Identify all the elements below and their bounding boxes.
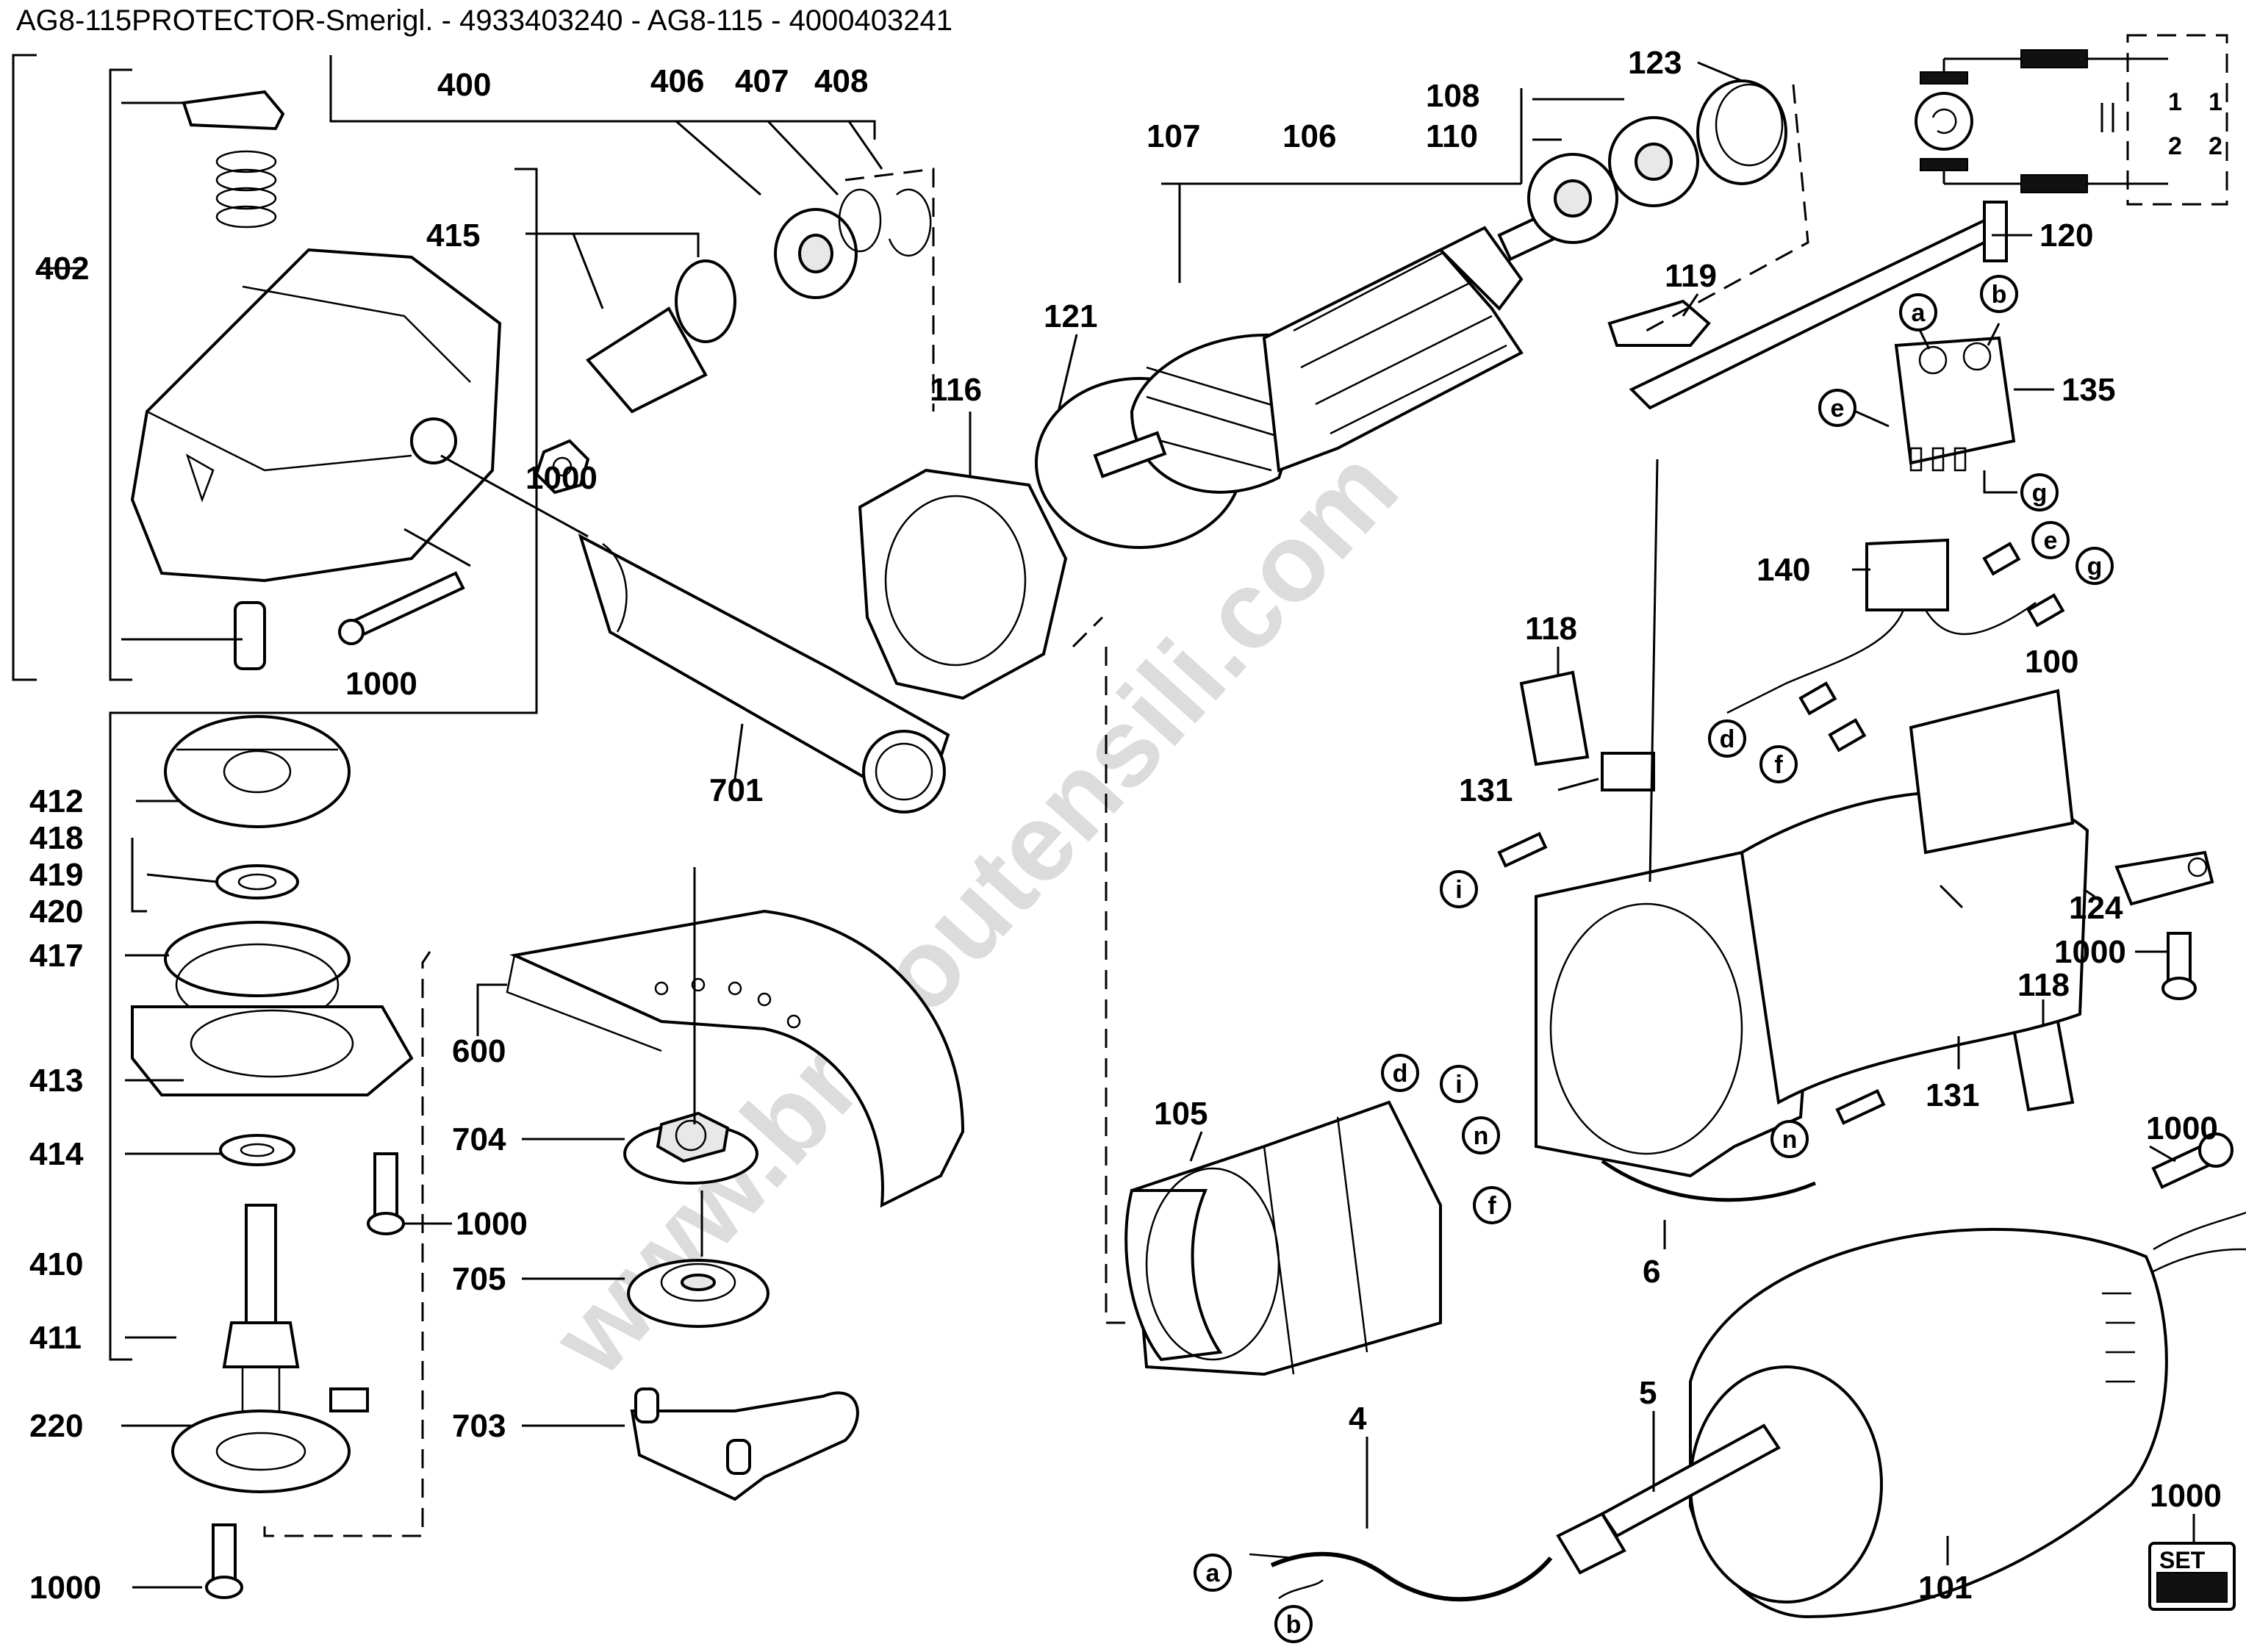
schematic-label: 1 <box>2168 88 2182 116</box>
svg-text:f: f <box>1774 751 1783 779</box>
part-label: 408 <box>814 63 868 99</box>
page-title: AG8-115PROTECTOR-Smerigl. - 4933403240 -… <box>16 4 953 37</box>
part-label: 118 <box>2017 967 2070 1003</box>
connector-marker: i <box>1440 1065 1478 1103</box>
connector-marker: g <box>2075 547 2114 585</box>
part-label: 5 <box>1639 1375 1657 1411</box>
svg-text:n: n <box>1782 1126 1798 1154</box>
svg-text:a: a <box>1206 1559 1221 1587</box>
part-label: 413 <box>29 1063 83 1099</box>
part-label: 406 <box>650 63 704 99</box>
connector-marker: f <box>1759 745 1798 783</box>
connector-marker: d <box>1708 719 1746 758</box>
connector-marker: i <box>1440 870 1478 908</box>
part-label: 1000 <box>525 460 598 496</box>
connector-marker: b <box>1274 1605 1313 1643</box>
connector-marker: n <box>1770 1120 1809 1158</box>
svg-text:e: e <box>2044 527 2058 555</box>
part-label: 1000 <box>2150 1478 2222 1514</box>
schematic-label: 2 <box>2168 132 2182 160</box>
part-label: 414 <box>29 1136 84 1172</box>
part-label: 415 <box>426 218 480 254</box>
part-label: 411 <box>29 1320 82 1356</box>
leader-lines <box>121 61 2195 1589</box>
svg-text:g: g <box>2032 479 2048 507</box>
svg-text:i: i <box>1455 1071 1462 1099</box>
part-label: 701 <box>709 772 763 808</box>
part-label: 1000 <box>345 666 417 702</box>
part-label: 6 <box>1643 1254 1660 1290</box>
wiring-schematic: 1 1 2 2 <box>1915 34 2228 206</box>
svg-text:g: g <box>2087 553 2103 581</box>
svg-text:i: i <box>1455 876 1462 904</box>
part-label: 131 <box>1459 772 1513 808</box>
part-label: 123 <box>1628 45 1682 81</box>
part-shapes <box>130 79 2246 1619</box>
part-label: 131 <box>1926 1077 1979 1113</box>
connector-marker: e <box>2031 521 2070 559</box>
part-label: 118 <box>1525 611 1577 647</box>
svg-text:f: f <box>1488 1192 1496 1220</box>
connector-marker: d <box>1381 1054 1419 1092</box>
part-label: 600 <box>452 1033 506 1069</box>
part-label: 105 <box>1154 1096 1208 1132</box>
connector-marker: g <box>2020 473 2059 511</box>
part-label: 1000 <box>29 1570 101 1606</box>
connector-marker: a <box>1899 293 1937 331</box>
connector-markers: a b e g e g d f i d i n f n a b <box>1194 275 2114 1643</box>
svg-text:d: d <box>1393 1060 1408 1088</box>
connector-marker: e <box>1818 389 1856 427</box>
svg-text:d: d <box>1720 725 1735 753</box>
svg-text:b: b <box>1286 1611 1302 1639</box>
group-brackets <box>12 54 1523 1537</box>
part-label: 419 <box>29 857 83 893</box>
connector-marker: b <box>1980 275 2018 313</box>
part-label: 1000 <box>2146 1110 2218 1146</box>
part-label: 220 <box>29 1408 83 1444</box>
part-label: 400 <box>437 67 491 103</box>
part-label: 121 <box>1044 298 1097 334</box>
part-label: 418 <box>29 820 83 856</box>
set-badge: SET <box>2159 1547 2206 1573</box>
connector-marker: f <box>1473 1186 1511 1224</box>
svg-text:b: b <box>1992 281 2007 309</box>
part-label: 110 <box>1426 118 1478 154</box>
part-label: 704 <box>452 1121 506 1157</box>
part-label: 120 <box>2039 218 2093 254</box>
part-label: 135 <box>2062 372 2115 408</box>
part-label: 4 <box>1349 1401 1367 1437</box>
part-label: 410 <box>29 1246 83 1282</box>
part-label: 420 <box>29 894 83 930</box>
part-label: 417 <box>29 938 83 974</box>
svg-text:a: a <box>1912 299 1926 327</box>
schematic-label: 2 <box>2209 132 2222 160</box>
part-label: 140 <box>1757 552 1810 588</box>
part-label: 703 <box>452 1408 506 1444</box>
part-labels: 400 406 407 408 402 415 1000 1000 412 41… <box>29 45 2222 1606</box>
connector-marker: n <box>1462 1116 1500 1154</box>
part-label: 1000 <box>2054 934 2126 970</box>
svg-text:e: e <box>1831 395 1845 423</box>
part-label: 107 <box>1147 118 1200 154</box>
part-label: 705 <box>452 1261 506 1297</box>
part-label: 116 <box>930 372 982 408</box>
svg-text:n: n <box>1474 1122 1489 1150</box>
part-label: 108 <box>1426 78 1479 114</box>
part-label: 124 <box>2069 890 2123 926</box>
part-label: 1000 <box>456 1206 528 1242</box>
part-label: 407 <box>735 63 789 99</box>
part-label: 100 <box>2025 644 2078 680</box>
part-label: 412 <box>29 783 83 819</box>
part-label: 106 <box>1282 118 1336 154</box>
part-label: 402 <box>35 251 89 287</box>
part-label: 101 <box>1918 1570 1972 1606</box>
part-label: 119 <box>1665 258 1717 294</box>
connector-marker: a <box>1194 1554 1232 1592</box>
schematic-label: 1 <box>2209 88 2222 116</box>
